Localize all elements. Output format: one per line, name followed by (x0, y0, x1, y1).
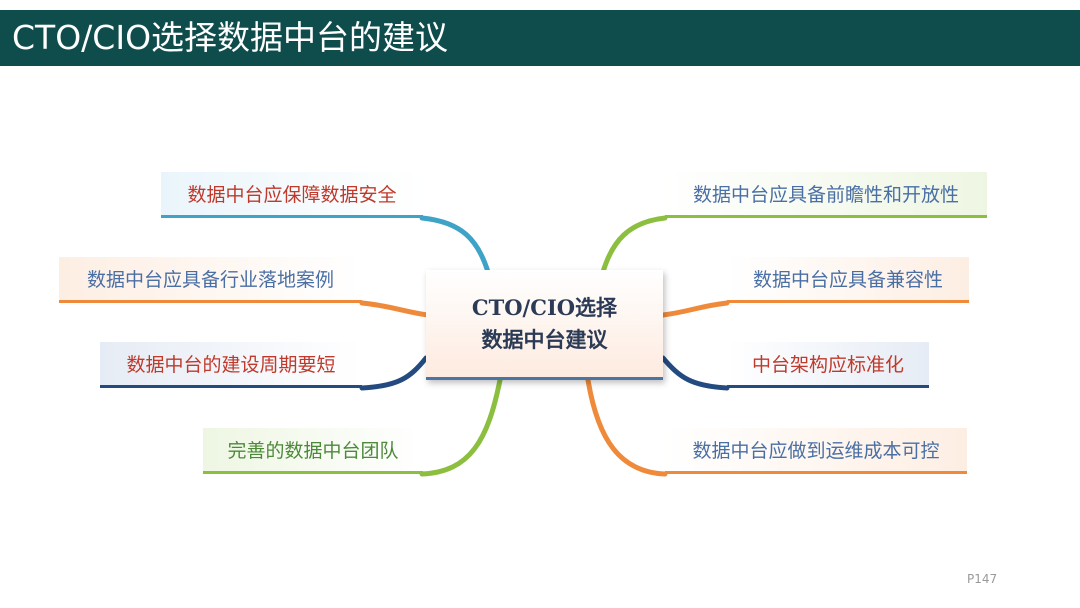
node-ops-cost-label: 数据中台应做到运维成本可控 (692, 440, 940, 462)
node-data-security: 数据中台应保障数据安全 (161, 172, 423, 218)
connector-left-1 (419, 215, 491, 275)
node-standard-architecture-label: 中台架构应标准化 (751, 354, 904, 376)
node-short-cycle: 数据中台的建设周期要短 (100, 342, 362, 388)
node-ops-cost: 数据中台应做到运维成本可控 (665, 428, 967, 474)
node-openness: 数据中台应具备前瞻性和开放性 (665, 172, 987, 218)
connector-right-4 (585, 377, 668, 477)
node-openness-label: 数据中台应具备前瞻性和开放性 (692, 184, 959, 206)
node-industry-cases: 数据中台应具备行业落地案例 (59, 257, 362, 303)
node-data-security-label: 数据中台应保障数据安全 (187, 184, 397, 206)
connector-right-3 (660, 355, 730, 391)
connector-left-3 (359, 355, 429, 391)
page-number: P147 (967, 572, 998, 586)
connector-right-1 (600, 215, 668, 275)
central-topic: CTO/CIO选择 数据中台建议 (426, 270, 663, 380)
connector-right-2 (660, 300, 730, 318)
node-team: 完善的数据中台团队 (203, 428, 423, 474)
node-team-label: 完善的数据中台团队 (227, 440, 399, 462)
connector-left-2 (359, 300, 431, 318)
node-compatibility: 数据中台应具备兼容性 (727, 257, 969, 303)
central-topic-line-1: CTO/CIO选择 (471, 294, 618, 320)
central-topic-line-2: 数据中台建议 (481, 326, 608, 352)
node-standard-architecture: 中台架构应标准化 (727, 342, 929, 388)
title-bar: CTO/CIO选择数据中台的建议 (0, 10, 1080, 66)
node-industry-cases-label: 数据中台应具备行业落地案例 (86, 269, 334, 291)
node-short-cycle-label: 数据中台的建设周期要短 (126, 354, 336, 376)
node-compatibility-label: 数据中台应具备兼容性 (752, 269, 943, 291)
page-title: CTO/CIO选择数据中台的建议 (12, 18, 449, 57)
connector-left-4 (419, 377, 503, 477)
